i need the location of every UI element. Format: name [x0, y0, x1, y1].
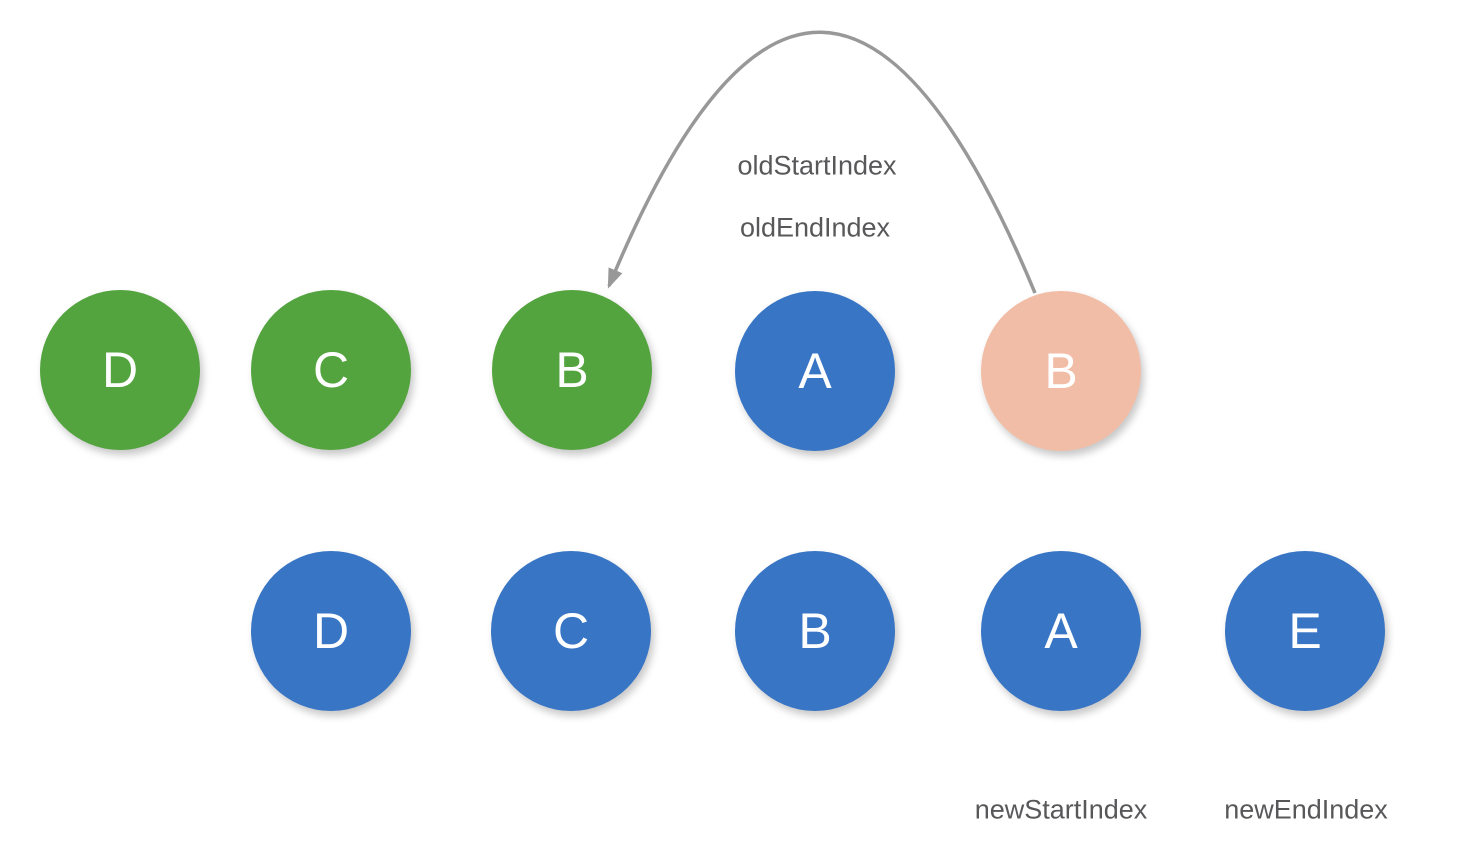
node-b: B — [981, 291, 1141, 451]
node-letter: D — [101, 342, 139, 398]
node-a: A — [981, 551, 1141, 711]
node-letter: C — [552, 603, 590, 659]
node-b: B — [492, 290, 652, 450]
node-b: B — [735, 551, 895, 711]
node-a: A — [735, 291, 895, 451]
old-end-index-label: oldEndIndex — [739, 212, 891, 243]
node-d: D — [251, 551, 411, 711]
node-e: E — [1225, 551, 1385, 711]
node-letter: B — [798, 603, 832, 659]
old-start-index-label: oldStartIndex — [737, 150, 897, 181]
node-letter: A — [1044, 603, 1078, 659]
new-start-index-label: newStartIndex — [974, 794, 1148, 825]
node-letter: E — [1288, 603, 1322, 659]
node-d: D — [40, 290, 200, 450]
node-letter: B — [1044, 343, 1078, 399]
node-letter: C — [312, 342, 350, 398]
node-letter: B — [555, 342, 589, 398]
node-letter: A — [798, 343, 832, 399]
node-letter: D — [312, 603, 350, 659]
new-end-index-label: newEndIndex — [1224, 794, 1388, 825]
node-c: C — [491, 551, 651, 711]
node-c: C — [251, 290, 411, 450]
